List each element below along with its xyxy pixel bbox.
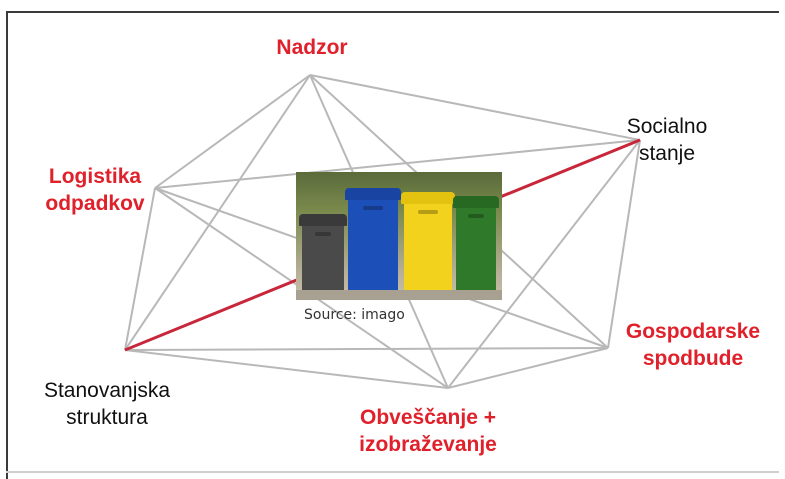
node-obvescanje-izobrazevanje: Obveščanje + izobraževanje	[359, 406, 497, 456]
image-caption: Source: imago	[304, 307, 405, 323]
node-socialno-stanje: Socialno stanje	[626, 115, 708, 165]
edge-stanovanjska-gospodarske	[124, 347, 609, 351]
node-logistika-odpadkov: Logistika odpadkov	[45, 165, 145, 215]
green-bin-lid	[453, 196, 499, 208]
edge-logistika-socialno	[154, 139, 641, 189]
edge-stanovanjska-obvescanje	[124, 349, 449, 389]
frame-border-left	[6, 11, 8, 479]
frame-border-bottom	[6, 471, 779, 473]
grey-bin-lid	[299, 214, 347, 226]
node-stanovanjska-struktura: Stanovanjska struktura	[43, 379, 171, 429]
edge-nadzor-logistika	[154, 74, 311, 189]
node-gospodarske-spodbude: Gospodarske spodbude	[625, 320, 761, 370]
edge-nadzor-socialno	[309, 74, 641, 141]
green-bin	[453, 196, 499, 292]
grey-bin	[299, 214, 347, 292]
node-nadzor: Nadzor	[276, 36, 348, 59]
edge-obvescanje-gospodarske	[447, 347, 609, 389]
yellow-bin-lid	[401, 192, 455, 204]
grey-bin-handle	[314, 232, 332, 236]
blue-bin-lid	[345, 188, 401, 200]
edge-socialno-obvescanje	[447, 139, 641, 389]
waste-bins-photo	[296, 172, 502, 300]
edge-logistika-stanovanjska	[124, 187, 156, 351]
frame-border-top	[6, 11, 779, 13]
yellow-bin-handle	[418, 210, 438, 214]
blue-bin-handle	[363, 206, 383, 210]
ground	[296, 290, 502, 300]
edge-nadzor-stanovanjska	[124, 74, 311, 351]
edge-socialno-gospodarske	[607, 139, 641, 349]
yellow-bin	[401, 192, 455, 292]
blue-bin	[345, 188, 401, 292]
green-bin-handle	[468, 214, 484, 218]
